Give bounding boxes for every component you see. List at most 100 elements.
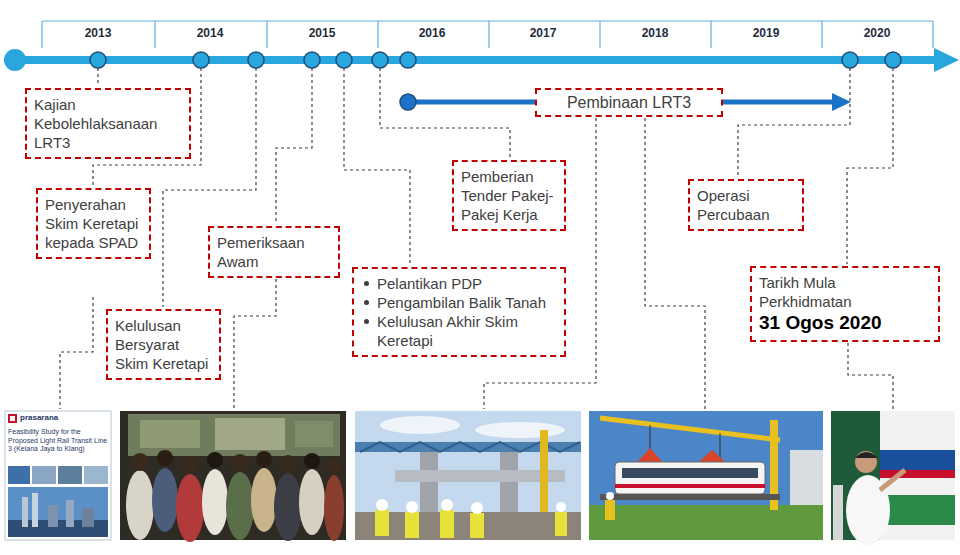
bullet-dot (364, 300, 369, 305)
construction-arrow-part (400, 94, 416, 110)
launch-photo-part (833, 485, 843, 540)
train-delivery-photo-part (600, 418, 780, 440)
train-delivery-photo-part (622, 468, 758, 478)
crowd-photo-part (324, 475, 344, 541)
year-header-part (41, 21, 42, 48)
report-photo-part (8, 466, 30, 484)
bullet-row: Pengambilan Balik Tanah (364, 293, 556, 312)
bullet-dot (364, 319, 369, 324)
year-label: 2014 (160, 26, 260, 40)
train-delivery-photo-part (589, 411, 823, 540)
construction-photo-part (355, 411, 581, 540)
leader-lines-part (848, 343, 893, 409)
report-photo-part (8, 414, 17, 423)
event-text: Pembinaan LRT3 (547, 93, 711, 112)
crowd-photo-part (299, 469, 325, 535)
report-photo-part (22, 497, 28, 527)
leader-lines-part (738, 68, 850, 177)
year-header-part (821, 21, 822, 48)
event-text: Penyerahan Skim Keretapi kepada SPAD (45, 195, 142, 252)
year-header-part (42, 20, 933, 21)
crowd-photo (120, 411, 346, 542)
year-label: 2017 (493, 26, 593, 40)
year-header-part (599, 21, 600, 48)
construction-photo-part (471, 502, 483, 514)
report-photo-part (5, 411, 111, 540)
main-timeline-arrow-part (15, 56, 937, 64)
main-timeline-arrow-part (934, 48, 959, 72)
report-photo-part (10, 416, 15, 421)
timeline-dots-part (885, 52, 901, 68)
leader-lines-part (344, 68, 410, 265)
construction-arrow (400, 93, 851, 111)
crowd-photo-part (207, 452, 223, 468)
crowd-photo-part (274, 473, 302, 541)
report-photo-part (8, 487, 108, 537)
launch-photo-part (855, 451, 877, 473)
train-delivery-photo (589, 411, 823, 540)
event-text: Pemeriksaan Awam (217, 233, 331, 271)
timeline-dots-part (90, 52, 106, 68)
year-label: 2015 (272, 26, 372, 40)
launch-photo-part (880, 411, 955, 540)
report-photo-part (82, 508, 94, 527)
phase-box: Pembinaan LRT3 (535, 88, 723, 117)
event-text: Kelulusan Akhir Skim Keretapi (377, 312, 556, 350)
year-header-part (710, 21, 711, 48)
crowd-photo-part (128, 414, 340, 456)
bullet-dot (364, 281, 369, 286)
construction-photo-part (406, 501, 418, 513)
report-photo-part (66, 500, 74, 527)
timeline-dots-part (304, 52, 320, 68)
main-timeline-arrow-part (4, 49, 26, 71)
event-box: Kelulusan Bersyarat Skim Keretapi (106, 309, 221, 380)
event-text: Kajian Kebolehlaksanaan LRT3 (34, 95, 182, 152)
crowd-photo-part (326, 458, 342, 474)
year-label: 2020 (827, 26, 927, 40)
timeline-dots (90, 52, 901, 68)
crowd-photo-part (120, 411, 346, 540)
crowd-photo-part (304, 453, 320, 469)
crowd-photo-part (215, 418, 285, 450)
year-header (42, 21, 933, 48)
event-text: Pelantikan PDP (377, 274, 556, 293)
train-delivery-photo-part (790, 450, 823, 505)
construction-photo-part (556, 502, 566, 512)
timeline-dots-part (248, 52, 264, 68)
event-text: Operasi Percubaan (697, 186, 795, 224)
train-delivery-photo-part (615, 484, 765, 488)
timeline-dots-part (372, 52, 388, 68)
report-photo (5, 411, 111, 540)
construction-photo (355, 411, 581, 540)
construction-photo-part (470, 513, 484, 538)
crowd-photo-part (140, 420, 200, 448)
event-box: Kajian Kebolehlaksanaan LRT3 (25, 88, 191, 159)
construction-photo-part (380, 416, 460, 434)
year-label: 2013 (48, 26, 148, 40)
crowd-photo-part (126, 470, 154, 540)
bullet-row: Pelantikan PDP (364, 274, 556, 293)
event-text: Pengambilan Balik Tanah (377, 293, 556, 312)
timeline-dots-part (193, 52, 209, 68)
timeline-dots-part (400, 52, 416, 68)
construction-photo-part (440, 510, 454, 538)
construction-photo-part (555, 512, 567, 536)
train-delivery-photo-part (589, 505, 823, 540)
event-box: Pemberian Tender Pakej-Pakej Kerja (452, 160, 566, 231)
event-box: Pemeriksaan Awam (208, 226, 340, 278)
construction-photo-part (475, 422, 565, 438)
year-label: 2016 (382, 26, 482, 40)
train-delivery-photo-part (600, 494, 780, 500)
report-title: Feasibility Study for the Proposed Light… (8, 428, 108, 454)
crowd-photo-part (279, 455, 297, 473)
crowd-photo-part (202, 469, 228, 535)
crowd-photo-part (157, 450, 173, 466)
year-header-part (154, 21, 155, 48)
construction-arrow-part (832, 93, 851, 111)
leader-lines-part (60, 297, 93, 409)
launch-photo-part (855, 452, 878, 458)
date-text: 31 Ogos 2020 (759, 311, 931, 335)
leader-lines-part (847, 68, 893, 264)
train-delivery-photo-part (606, 492, 614, 500)
